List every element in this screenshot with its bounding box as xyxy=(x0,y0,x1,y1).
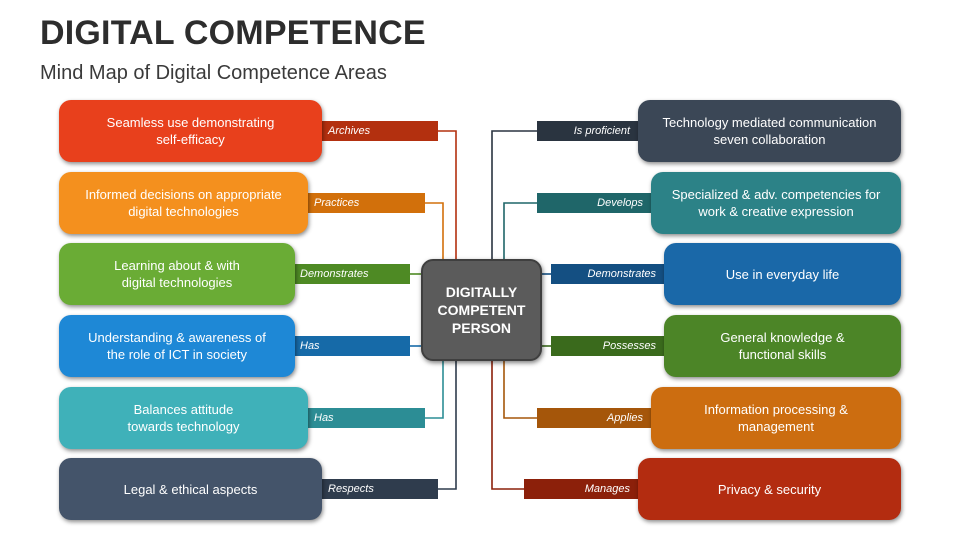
left-relation-tag-1: Archives xyxy=(322,121,438,141)
left-connector-1 xyxy=(438,130,457,259)
right-relation-tag-1: Is proficient xyxy=(537,121,638,141)
relation-label: Has xyxy=(300,340,320,352)
center-node-label: DIGITALLY COMPETENT PERSON xyxy=(437,284,526,336)
left-connector-5 xyxy=(425,361,444,419)
right-connector-6 xyxy=(491,361,524,490)
relation-label: Demonstrates xyxy=(300,268,369,280)
node-text: Legal & ethical aspects xyxy=(123,481,258,497)
relation-label: Respects xyxy=(328,483,374,495)
left-relation-tag-6: Respects xyxy=(322,479,438,499)
left-node-5: Balances attitude towards technology xyxy=(59,387,308,449)
right-relation-tag-5: Applies xyxy=(537,408,651,428)
node-text: General knowledge & functional skills xyxy=(720,330,845,362)
right-connector-5 xyxy=(503,361,537,419)
relation-label: Demonstrates xyxy=(587,268,656,280)
right-node-4: General knowledge & functional skills xyxy=(664,315,901,377)
left-relation-tag-5: Has xyxy=(308,408,425,428)
right-connector-1 xyxy=(491,130,537,259)
relation-label: Possesses xyxy=(602,340,656,352)
relation-label: Has xyxy=(314,412,334,424)
right-node-3: Use in everyday life xyxy=(664,243,901,305)
left-relation-tag-2: Practices xyxy=(308,193,425,213)
right-node-1: Technology mediated communication seven … xyxy=(638,100,901,162)
node-text: Informed decisions on appropriate digita… xyxy=(85,187,282,219)
node-text: Information processing & management xyxy=(704,402,848,434)
node-text: Technology mediated communication seven … xyxy=(662,115,877,147)
node-text: Learning about & with digital technologi… xyxy=(114,258,240,290)
right-connector-2 xyxy=(503,202,537,259)
right-node-5: Information processing & management xyxy=(651,387,901,449)
left-relation-tag-4: Has xyxy=(294,336,410,356)
right-relation-tag-4: Possesses xyxy=(551,336,664,356)
center-node: DIGITALLY COMPETENT PERSON xyxy=(421,259,542,361)
left-node-1: Seamless use demonstrating self-efficacy xyxy=(59,100,322,162)
node-text: Seamless use demonstrating self-efficacy xyxy=(106,115,275,147)
relation-label: Develops xyxy=(597,197,643,209)
node-text: Use in everyday life xyxy=(725,266,840,282)
left-connector-2 xyxy=(425,202,444,259)
relation-label: Manages xyxy=(584,483,630,495)
right-relation-tag-6: Manages xyxy=(524,479,638,499)
relation-label: Applies xyxy=(606,412,643,424)
node-text: Specialized & adv. competencies for work… xyxy=(671,187,881,219)
left-node-4: Understanding & awareness of the role of… xyxy=(59,315,295,377)
node-text: Understanding & awareness of the role of… xyxy=(88,330,266,362)
left-node-3: Learning about & with digital technologi… xyxy=(59,243,295,305)
page-subtitle: Mind Map of Digital Competence Areas xyxy=(40,62,387,84)
right-relation-tag-3: Demonstrates xyxy=(551,264,664,284)
right-node-2: Specialized & adv. competencies for work… xyxy=(651,172,901,234)
right-relation-tag-2: Develops xyxy=(537,193,651,213)
relation-label: Practices xyxy=(314,197,360,209)
node-text: Balances attitude towards technology xyxy=(127,402,240,434)
page-title: DIGITAL COMPETENCE xyxy=(40,14,426,52)
relation-label: Is proficient xyxy=(573,125,630,137)
right-node-6: Privacy & security xyxy=(638,458,901,520)
relation-label: Archives xyxy=(328,125,371,137)
left-node-6: Legal & ethical aspects xyxy=(59,458,322,520)
left-node-2: Informed decisions on appropriate digita… xyxy=(59,172,308,234)
node-text: Privacy & security xyxy=(717,481,822,497)
left-connector-6 xyxy=(438,361,457,490)
left-relation-tag-3: Demonstrates xyxy=(294,264,410,284)
